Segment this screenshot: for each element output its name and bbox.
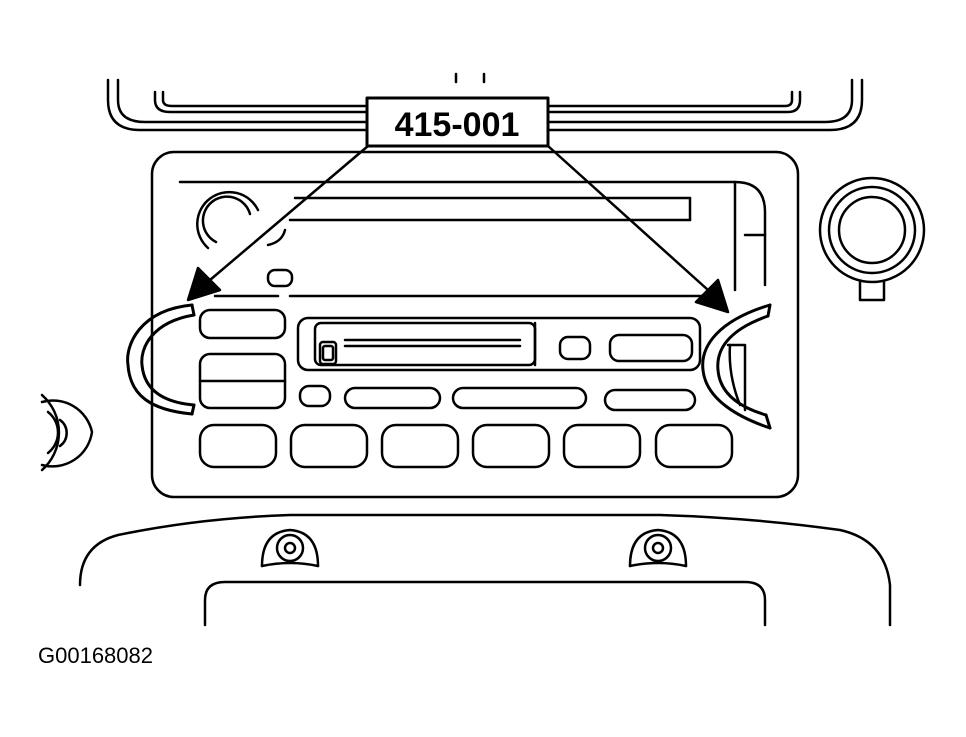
- left-air-vent: [40, 393, 94, 472]
- callout-box: 415-001: [365, 96, 550, 148]
- volume-knob-icon: [196, 190, 260, 250]
- removal-tool-left: [126, 303, 196, 416]
- dash-upper-bezel: [106, 72, 864, 132]
- right-air-vent: [818, 176, 926, 302]
- left-button-column: [198, 308, 287, 410]
- cassette-door-tab: [318, 340, 338, 366]
- small-round-button: [298, 384, 332, 408]
- preset-button-1: [198, 423, 278, 469]
- radio-bezel: [150, 150, 800, 499]
- radio-display-area: [196, 180, 767, 298]
- preset-button-3: [380, 423, 460, 469]
- leader-arrows: [186, 144, 730, 314]
- arrowhead-left-icon: [186, 266, 222, 302]
- seek-button: [343, 386, 442, 410]
- control-row: [298, 384, 697, 412]
- preset-button-4: [471, 423, 551, 469]
- preset-button-6: [654, 423, 734, 469]
- power-button: [198, 308, 287, 340]
- mounting-screw-left: [260, 528, 320, 568]
- lower-console: [78, 513, 892, 627]
- preset-button-5: [562, 423, 642, 469]
- cassette-deck: [296, 316, 702, 372]
- mounting-screw-right: [628, 528, 688, 568]
- eject-button: [558, 335, 592, 361]
- preset-buttons: [198, 423, 734, 469]
- removal-tool-right: [701, 303, 772, 430]
- tool-number-label: 415-001: [395, 106, 520, 144]
- scan-button: [603, 388, 697, 412]
- preset-button-2: [289, 423, 369, 469]
- tune-button: [451, 386, 588, 410]
- figure-id: G00168082: [38, 643, 153, 668]
- right-side-control: [726, 343, 747, 412]
- arrowhead-right-icon: [694, 278, 730, 314]
- tape-direction-button: [608, 333, 694, 363]
